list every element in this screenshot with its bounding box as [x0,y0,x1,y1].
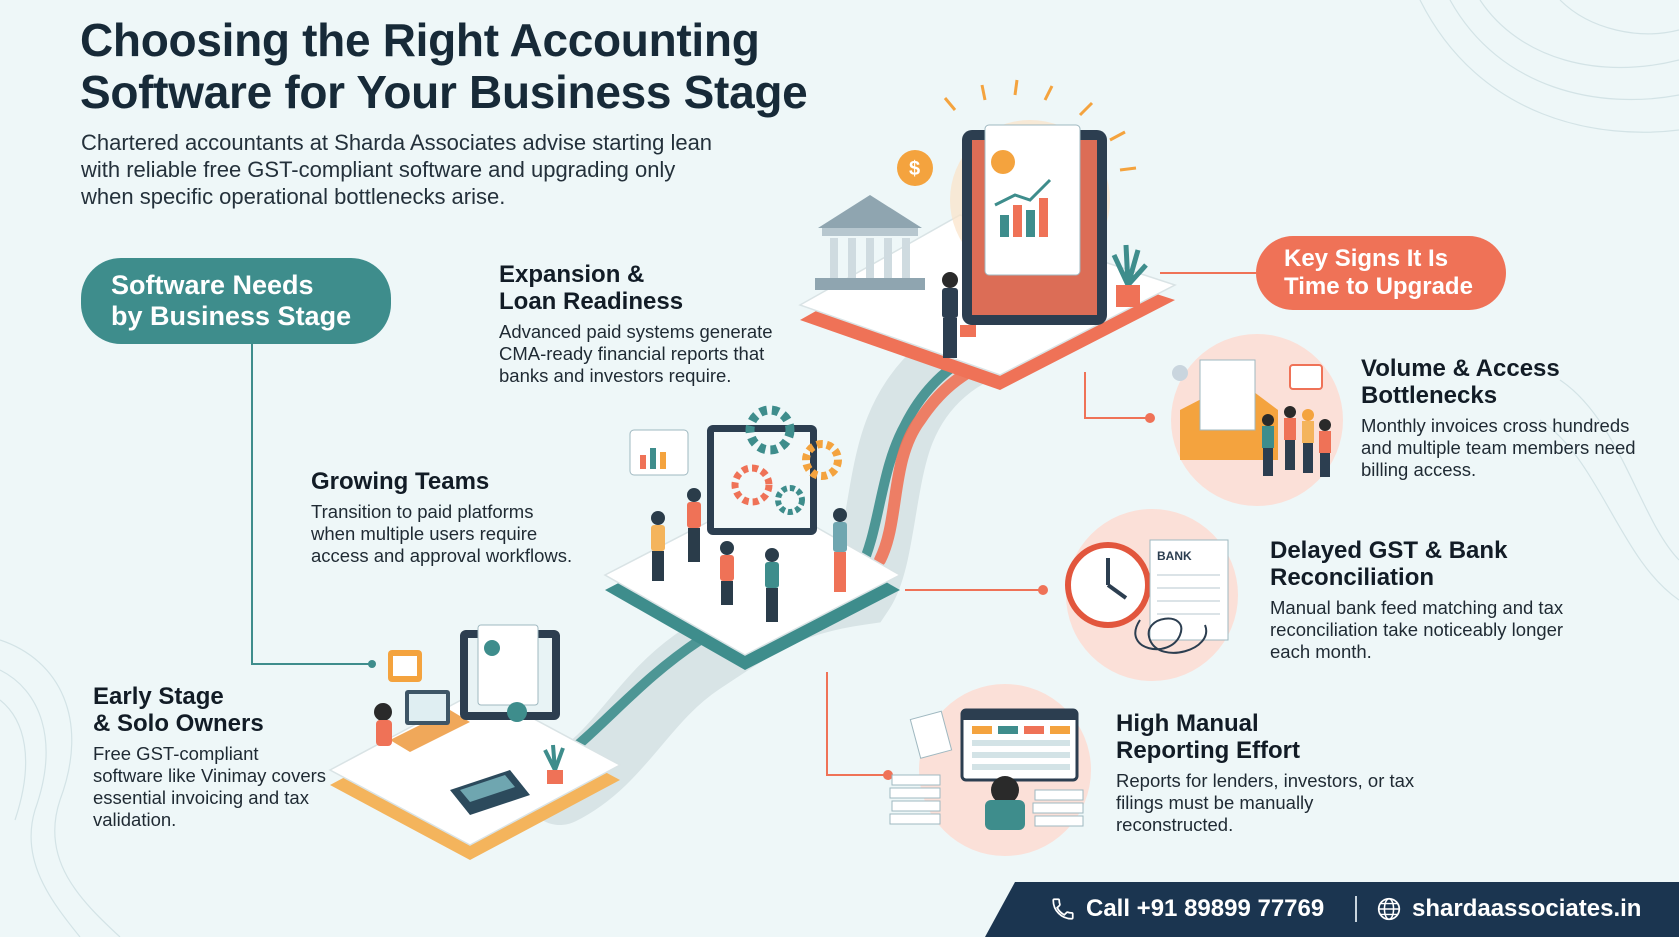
signs-pill-line-2: Time to Upgrade [1284,273,1473,300]
bank-statement-label: BANK [1157,549,1192,563]
delayed-reconciliation-illustration: BANK [1065,509,1238,681]
sign-delayed-title-line-2: Reconciliation [1270,564,1435,591]
contact-footer: Call +91 89899 77769 shardaassociates.in [985,882,1679,937]
sign-volume-access-description: Monthly invoices cross hundreds and mult… [1361,415,1636,480]
sign-manual-title-line-2: Reporting Effort [1116,737,1300,764]
sign-delayed-reconciliation-title: Delayed GST & Bank Reconciliation [1270,537,1595,591]
page-title-line-2: Software for Your Business Stage [80,66,808,118]
stage-growing: Growing Teams Transition to paid platfor… [311,468,576,567]
stage-early: Early Stage & Solo Owners Free GST-compl… [93,683,333,831]
sign-manual-title-line-1: High Manual [1116,710,1259,737]
stage-growing-description: Transition to paid platforms when multip… [311,501,573,566]
stage-early-title-line-2: & Solo Owners [93,710,264,737]
stage-expansion-title-line-1: Expansion & [499,261,645,288]
intro-paragraph: Chartered accountants at Sharda Associat… [81,130,713,209]
stage-growing-title: Growing Teams [311,468,490,495]
dollar-coin-icon: $ [897,150,933,186]
signs-pill-line-1: Key Signs It Is [1284,245,1449,272]
sign-manual-reporting-description: Reports for lenders, investors, or tax f… [1116,770,1415,835]
sign-delayed-title-line-1: Delayed GST & Bank [1270,537,1508,564]
sign-manual-reporting: High Manual Reporting Effort Reports for… [1116,710,1416,836]
platform-growing-teams [603,405,902,670]
phone-contact[interactable]: Call +91 89899 77769 [1050,895,1324,923]
stage-expansion: Expansion & Loan Readiness Advanced paid… [499,261,804,387]
stage-pill-line-1: Software Needs [111,270,314,300]
manual-reporting-illustration [889,684,1091,856]
page-title-line-1: Choosing the Right Accounting [80,14,760,66]
stage-section-pill: Software Needs by Business Stage [81,258,391,344]
stage-expansion-title-line-2: Loan Readiness [499,288,684,315]
globe-icon [1377,897,1401,921]
stage-expansion-title: Expansion & Loan Readiness [499,261,804,315]
stage-expansion-description: Advanced paid systems generate CMA-ready… [499,321,773,386]
phone-number-text: Call +91 89899 77769 [1086,895,1325,922]
sign-volume-access: Volume & Access Bottlenecks Monthly invo… [1361,355,1651,481]
clock-icon [1065,542,1151,628]
sign-manual-reporting-title: High Manual Reporting Effort [1116,710,1416,764]
signs-section-pill: Key Signs It Is Time to Upgrade [1256,236,1506,310]
footer-divider [1355,896,1357,922]
calculator-icon [450,770,530,815]
sign-delayed-reconciliation: Delayed GST & Bank Reconciliation Manual… [1270,537,1595,663]
envelope-icon [1180,359,1323,460]
sign-delayed-reconciliation-description: Manual bank feed matching and tax reconc… [1270,597,1564,662]
bank-building-icon [815,195,925,290]
stage-early-title: Early Stage & Solo Owners [93,683,333,737]
volume-access-illustration [1171,334,1343,506]
stage-early-description: Free GST-compliant software like Vinimay… [93,743,327,830]
sign-volume-access-title-line-2: Bottlenecks [1361,382,1498,409]
stage-connector-line [251,344,370,665]
phone-icon [1052,898,1074,920]
platform-early-stage [328,624,622,860]
sign-volume-access-title-line-1: Volume & Access [1361,355,1560,382]
website-text: shardaassociates.in [1412,895,1642,922]
stage-early-title-line-1: Early Stage [93,683,224,710]
sign-volume-access-title: Volume & Access Bottlenecks [1361,355,1651,409]
gear-icon [731,464,805,515]
stage-pill-line-2: by Business Stage [111,301,352,331]
svg-text:$: $ [909,158,920,180]
page-title: Choosing the Right Accounting Software f… [80,14,980,118]
platform-expansion: $ [798,79,1177,390]
website-link[interactable]: shardaassociates.in [1376,895,1641,923]
